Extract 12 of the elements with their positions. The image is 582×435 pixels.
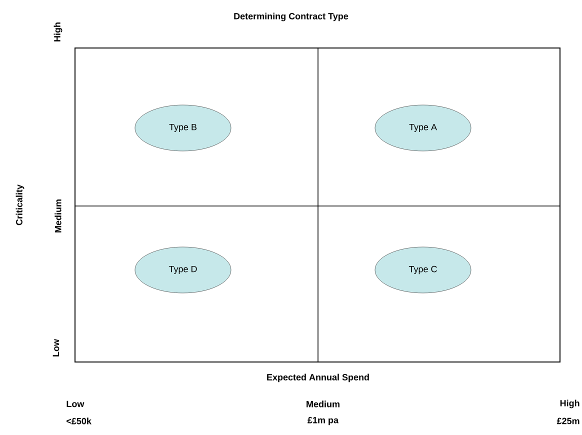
axis-tick-label: £25m bbox=[556, 418, 580, 424]
axis-tick-label: Medium bbox=[306, 400, 340, 408]
axis-title: Expected Annual Spend bbox=[267, 374, 369, 382]
axis-tick-label: Low bbox=[66, 400, 84, 408]
axis-tick-label: Low bbox=[52, 338, 60, 356]
axis-tick-label: £1m pa bbox=[308, 416, 339, 426]
axis-tick-label: High bbox=[54, 22, 62, 42]
axis-tick-label: <£50k bbox=[66, 418, 92, 424]
axis-title: Criticality bbox=[16, 184, 24, 226]
axis-tick-label: High bbox=[560, 400, 580, 408]
chart-title: Determining Contract Type bbox=[234, 12, 348, 22]
axis-tick-label: Medium bbox=[54, 200, 62, 232]
